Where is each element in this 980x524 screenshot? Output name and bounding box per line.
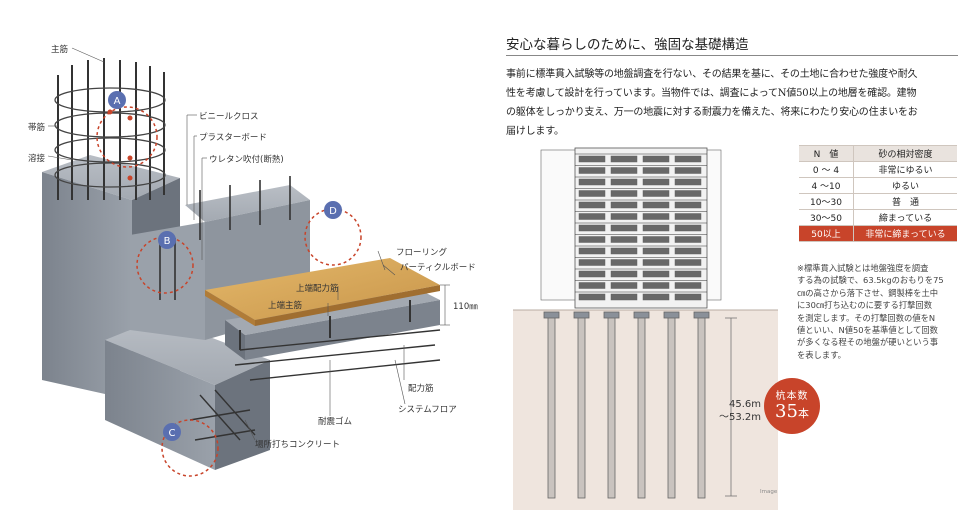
body-line: 性を考慮して設計を行っています。当物件では、調査によってN値50以上の地層を確認…	[506, 88, 917, 99]
table-cell: 非常に締まっている	[853, 225, 957, 242]
marker-d: D	[324, 201, 342, 219]
body-line: の躯体をしっかり支え、万一の地震に対する耐震力を備えた、将来にわたり安心の住まい…	[506, 107, 918, 118]
label-top-dist-bar: 上端配力筋	[296, 284, 339, 294]
image-note: Image	[760, 489, 778, 495]
table-header-n: N 値	[799, 145, 854, 162]
table-cell: 普 通	[853, 193, 957, 210]
note-line: が多くなる程その地盤が硬いという事	[797, 337, 939, 348]
pile-count-title: 杭本数	[775, 391, 809, 402]
section-heading: 安心な暮らしのために、強固な基礎構造	[506, 37, 749, 53]
table-cell: 10〜30	[799, 193, 854, 210]
marker-c-label: C	[169, 428, 176, 439]
pile-depth-line1: 45.6m	[729, 399, 762, 410]
label-cast-concrete: 場所打ちコンクリート	[255, 440, 341, 450]
table-cell: 非常にゆるい	[853, 161, 957, 178]
marker-b-label: B	[164, 236, 171, 247]
label-flooring: フローリング	[396, 248, 448, 258]
marker-a-label: A	[114, 96, 121, 107]
pile-depth-line2: 〜53.2m	[719, 412, 762, 423]
label-system-floor: システムフロア	[398, 405, 457, 415]
body-line: 事前に標準貫入試験等の地盤調査を行ない、その結果を基に、その土地に合わせた強度や…	[506, 69, 918, 80]
table-cell: 30〜50	[799, 209, 854, 226]
pile-depth-dimension	[725, 317, 737, 497]
label-dist-bar: 配力筋	[408, 384, 434, 394]
wood-flooring	[205, 258, 440, 326]
spt-note: ※標準貫入試験とは地盤強度を調査 する為の試験で、63.5kgのおもりを75 ㎝…	[797, 262, 957, 361]
note-line: に30㎝打ち込むのに要する打撃回数	[797, 300, 933, 311]
table-cell: ゆるい	[853, 177, 957, 194]
note-line: ㎝の高さから落下させ、鋼製棒を土中	[797, 287, 939, 298]
label-top-main-bar: 上端主筋	[268, 301, 303, 311]
note-line: ※標準貫入試験とは地盤強度を調査	[797, 263, 929, 273]
marker-d-label: D	[329, 206, 337, 217]
label-urethane: ウレタン吹付(断熱)	[209, 155, 284, 165]
label-weld: 溶接	[28, 154, 46, 164]
piles	[543, 311, 710, 499]
table-cell: 締まっている	[853, 209, 957, 226]
table-cell: 4 〜10	[799, 177, 854, 194]
marker-c: C	[163, 423, 181, 441]
body-paragraph: 事前に標準貫入試験等の地盤調査を行ない、その結果を基に、その土地に合わせた強度や…	[506, 65, 958, 141]
concrete-footing	[105, 318, 270, 470]
label-thickness: 110㎜	[453, 302, 478, 312]
marker-b: B	[158, 231, 176, 249]
label-hoop: 帯筋	[28, 123, 46, 133]
marker-a: A	[108, 91, 126, 109]
pile-count-badge: 杭本数 35本	[764, 378, 820, 434]
ground	[513, 310, 778, 510]
foundation-illustration: A B C D	[42, 47, 450, 477]
tower-building	[574, 147, 708, 309]
note-line: を測定します。その打撃回数の値をN	[797, 312, 936, 323]
note-line: 値といい、N値50を基準値として回数	[797, 325, 938, 336]
pile-count-number: 35	[775, 401, 798, 422]
pile-count-unit: 本	[797, 407, 809, 420]
label-plaster-board: プラスターボード	[199, 133, 267, 143]
note-line: を表します。	[797, 349, 846, 360]
wall-rebars	[159, 176, 291, 300]
label-rubber: 耐震ゴム	[318, 417, 353, 427]
pile-count-value: 35本	[764, 402, 820, 424]
building-pile-diagram	[513, 147, 778, 510]
note-line: する為の試験で、63.5kgのおもりを75	[797, 275, 944, 286]
table-cell: 50以上	[799, 225, 854, 242]
label-particle-board: パーティクルボード	[400, 263, 476, 273]
label-main-bar: 主筋	[51, 45, 69, 55]
table-cell: 0 〜 4	[799, 161, 854, 178]
pile-depth: 45.6m 〜53.2m	[719, 398, 761, 424]
body-line: 届けします。	[506, 126, 564, 137]
table-header-density: 砂の相対密度	[853, 145, 957, 162]
heading-rule	[506, 55, 958, 56]
table-row-highlight: 50以上非常に締まっている	[799, 225, 957, 242]
label-vinyl-cloth: ビニールクロス	[199, 112, 259, 122]
